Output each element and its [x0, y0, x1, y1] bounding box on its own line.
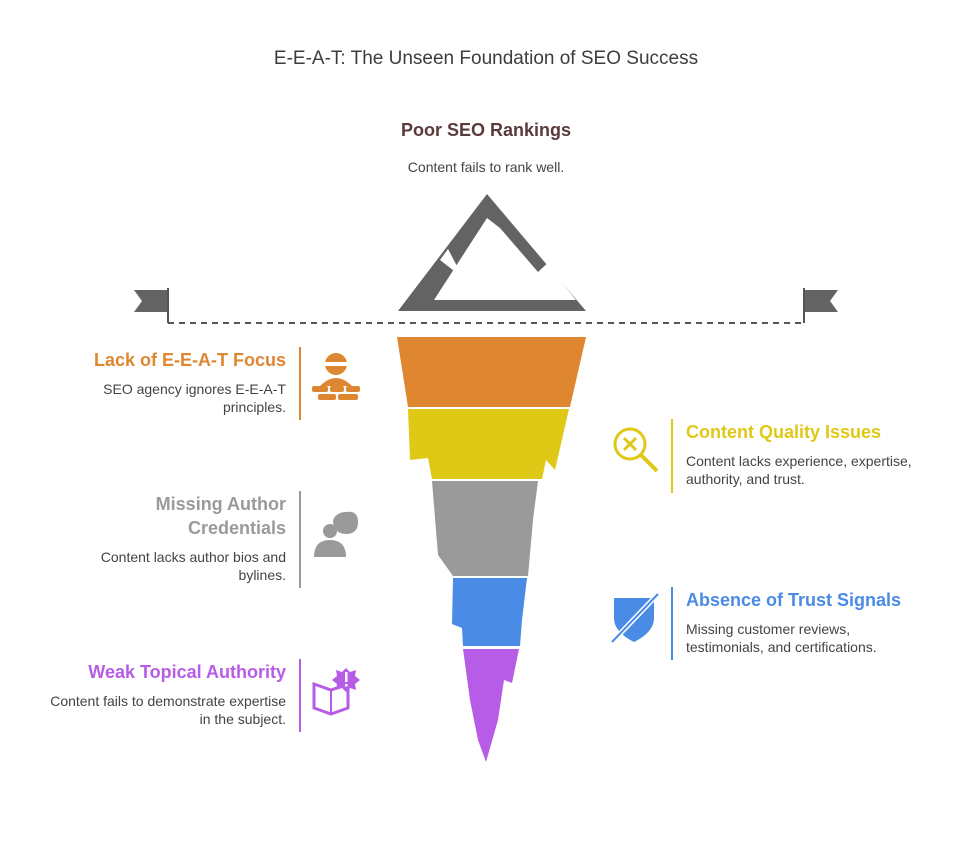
- item-heading: Lack of E-E-A-T Focus: [93, 350, 286, 370]
- item-description: Missing customer reviews, testimonials, …: [686, 621, 877, 655]
- item-description: Content fails to demonstrate expertise i…: [50, 693, 286, 727]
- layer-author-credentials: [432, 481, 538, 576]
- magnifier-x-icon: [613, 427, 659, 473]
- item-topical-authority: Weak Topical Authority Content fails to …: [40, 660, 286, 728]
- diagram-title: E-E-A-T: The Unseen Foundation of SEO Su…: [273, 48, 699, 69]
- book-alert-icon: [312, 668, 360, 716]
- item-heading: Absence of Trust Signals: [686, 590, 902, 610]
- person-speech-icon: [314, 511, 358, 557]
- item-heading: Missing Author Credentials: [155, 494, 286, 538]
- left-flag-icon: [134, 290, 167, 312]
- item-heading: Content Quality Issues: [686, 422, 882, 442]
- item-description: Content lacks author bios and bylines.: [100, 549, 286, 583]
- right-flag-icon: [805, 290, 838, 312]
- layer-topical-authority: [463, 649, 519, 762]
- peak-heading: Poor SEO Rankings: [400, 120, 572, 140]
- peak-description: Content fails to rank well.: [407, 159, 565, 175]
- mountain-icon: [398, 194, 586, 311]
- item-description: SEO agency ignores E-E-A-T principles.: [103, 381, 286, 415]
- item-description: Content lacks experience, expertise, aut…: [686, 453, 912, 487]
- item-lack-eeat: Lack of E-E-A-T Focus SEO agency ignores…: [40, 348, 286, 416]
- layer-trust-signals: [452, 578, 527, 646]
- item-author-credentials: Missing Author Credentials Content lacks…: [76, 492, 286, 584]
- layer-lack-eeat: [397, 337, 586, 407]
- item-trust-signals: Absence of Trust Signals Missing custome…: [686, 588, 926, 656]
- person-with-bricks-icon: [312, 353, 360, 400]
- item-content-quality: Content Quality Issues Content lacks exp…: [686, 420, 916, 488]
- shield-off-icon: [611, 592, 660, 643]
- item-heading: Weak Topical Authority: [88, 662, 286, 682]
- layer-content-quality: [408, 409, 569, 479]
